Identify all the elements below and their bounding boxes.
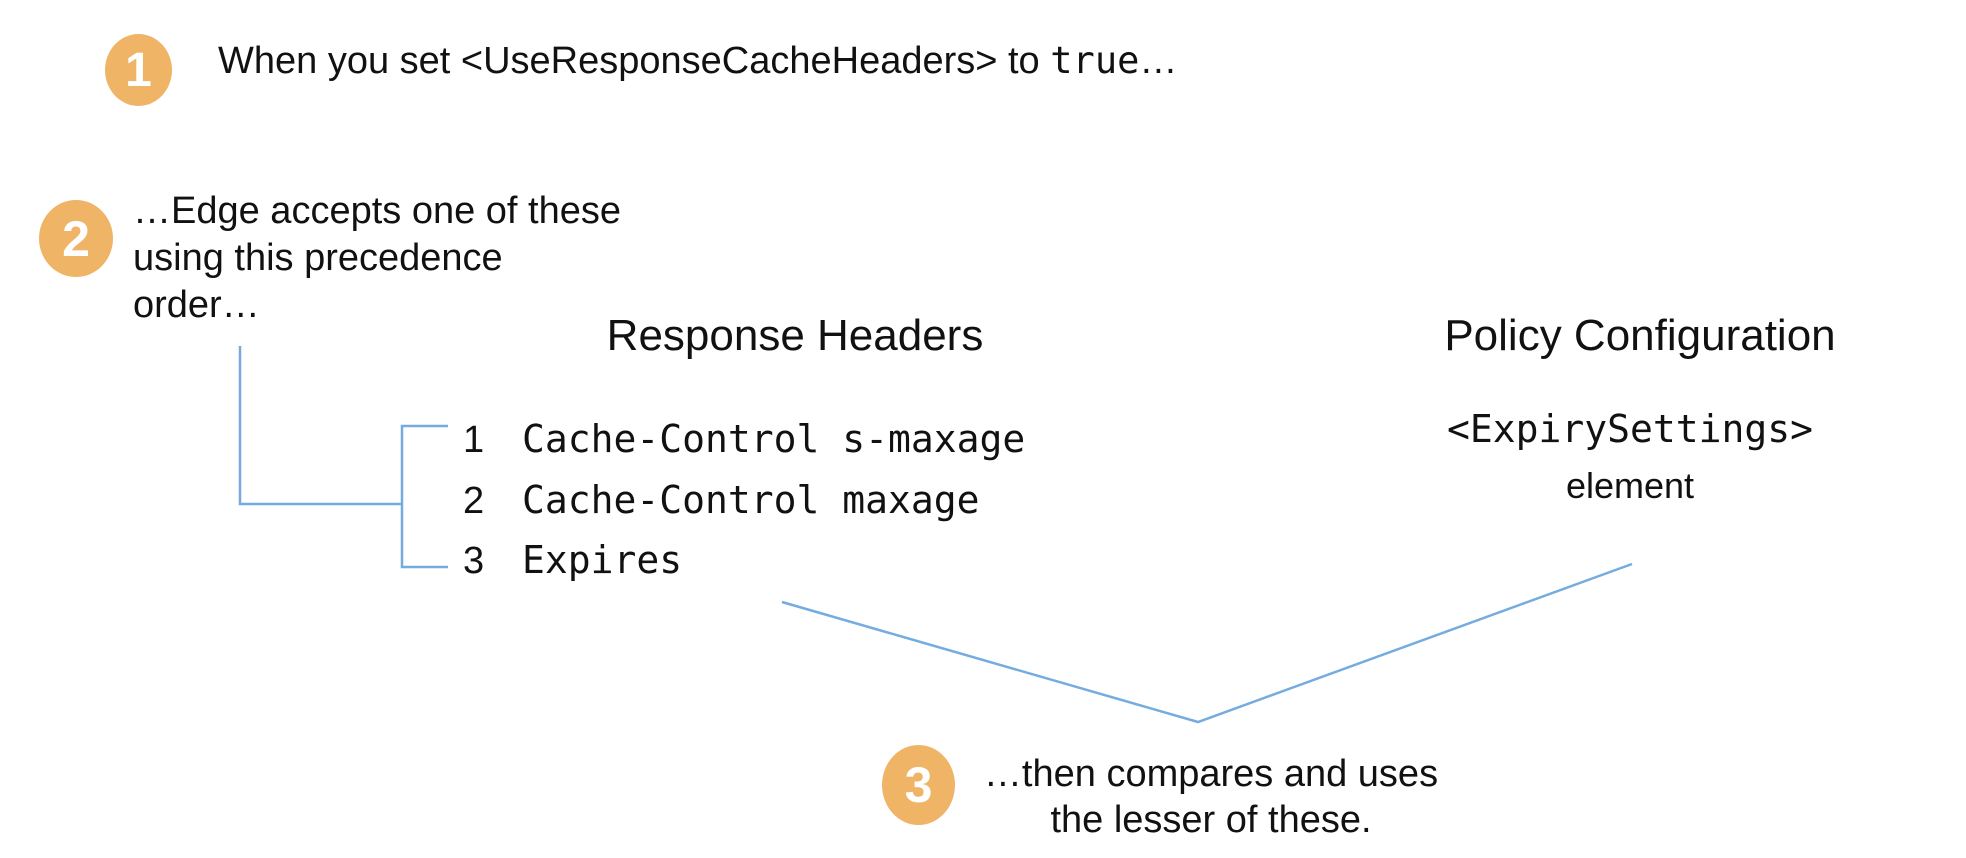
precedence-item-1-rank: 1 [463,419,485,461]
precedence-item-1-header: Cache-Control s-maxage [522,417,1026,461]
precedence-item-2-rank: 2 [463,479,485,522]
step-2-number: 2 [62,210,90,267]
step-1-text: When you set <UseResponseCacheHeaders> t… [218,38,1177,84]
precedence-item-3-rank: 3 [463,540,485,582]
precedence-item-1: 1 Cache-Control s-maxage [463,410,1025,471]
step-1-badge: 1 [105,34,172,106]
step-3-number: 3 [904,757,933,813]
expiry-settings-code: <ExpirySettings> [1446,407,1814,451]
step-1-text-suffix: … [1139,40,1178,82]
expiry-settings-element-label: element [1565,465,1695,506]
step-1-text-prefix: When you set <UseResponseCacheHeaders> t… [218,40,1051,82]
precedence-item-2: 2 Cache-Control maxage [463,471,1025,532]
step-3-badge: 3 [882,745,955,825]
step-3-line-2: the lesser of these. [1050,799,1372,841]
step-1-code-true: true [1050,39,1140,82]
precedence-item-3-header: Expires [522,538,683,582]
step-3-text: …then compares and uses the lesser of th… [984,751,1438,843]
step-3-line-1: …then compares and uses [983,753,1439,795]
precedence-item-2-header: Cache-Control maxage [522,477,980,522]
precedence-bracket-line [400,424,448,569]
step-2-line-1: …Edge accepts one of these [133,190,621,232]
precedence-item-3: 3 Expires [463,531,1025,592]
precedence-list: 1 Cache-Control s-maxage 2 Cache-Control m… [463,410,1025,592]
step-2-text: …Edge accepts one of these using this pr… [133,188,621,329]
policy-configuration-title: Policy Configuration [1444,311,1836,360]
step-2-line-3: order… [133,284,260,326]
step-2-badge: 2 [39,200,113,277]
response-headers-title: Response Headers [606,311,984,360]
step2-connector-line [238,346,402,506]
step-1-number: 1 [125,43,152,97]
step-2-line-2: using this precedence [133,237,503,279]
